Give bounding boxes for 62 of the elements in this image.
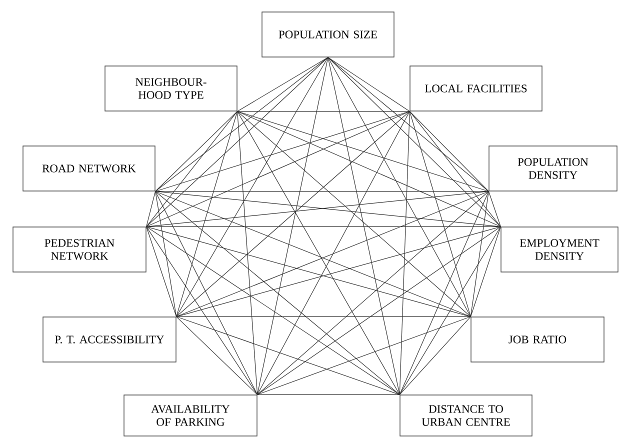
label-box: ROAD NETWORK (22, 146, 156, 192)
connector-line (155, 191, 489, 192)
connector-line (146, 226, 471, 317)
connector-line (146, 226, 501, 227)
connector-line (146, 111, 410, 227)
connector-line (237, 111, 489, 192)
connector-line (409, 111, 501, 227)
connector-line (409, 111, 489, 192)
connector-line (176, 57, 328, 317)
label-box: JOB RATIO (470, 316, 604, 362)
connector-line (470, 191, 489, 317)
connector-line (257, 316, 471, 395)
connector-line (146, 226, 177, 317)
label-box: POPULATION DENSITY (488, 146, 618, 192)
label-box: EMPLOYMENT DENSITY (500, 226, 618, 272)
connector-line (257, 57, 328, 395)
connector-line (155, 191, 400, 395)
connector-line (146, 226, 400, 395)
connector-line (176, 316, 258, 395)
connector-line (146, 111, 238, 227)
connector-line (237, 111, 501, 227)
connector-line (399, 111, 410, 395)
connector-line (399, 191, 489, 395)
connector-line (155, 191, 258, 395)
connector-line (328, 57, 410, 112)
connector-line (237, 111, 400, 395)
connector-line (237, 57, 328, 112)
connector-line (146, 226, 258, 395)
label-box: P. T. ACCESSIBILITY (42, 316, 176, 362)
connector-line (399, 226, 501, 395)
connector-line (146, 191, 156, 227)
connector-line (257, 111, 410, 395)
connector-line (257, 394, 400, 395)
connector-line (176, 226, 501, 317)
label-box: LOCAL FACILITIES (410, 66, 542, 112)
connector-line (488, 191, 501, 227)
connector-line (257, 226, 501, 395)
label-box: DISTANCE TO URBAN CENTRE (400, 394, 532, 436)
connector-line (328, 57, 400, 395)
connector-line (237, 111, 410, 112)
label-box: POPULATION SIZE (262, 12, 394, 58)
connector-line (257, 191, 489, 395)
connector-line (399, 316, 471, 395)
label-box: NEIGHBOUR- HOOD TYPE (104, 66, 238, 112)
connector-line (328, 57, 471, 317)
connector-line (237, 111, 471, 317)
connector-line (470, 226, 501, 317)
connector-line (409, 111, 471, 317)
connector-line (328, 57, 501, 227)
connector-line (176, 316, 400, 395)
connector-line (328, 57, 489, 192)
connector-line (155, 111, 238, 192)
connector-line (155, 57, 328, 192)
label-box: AVAILABILITY OF PARKING (124, 394, 258, 436)
connector-line (155, 191, 177, 317)
connector-line (155, 111, 410, 192)
connector-line (146, 57, 328, 227)
connector-line (176, 316, 471, 317)
connector-line (237, 111, 258, 395)
connector-line (176, 111, 410, 317)
connector-line (176, 111, 238, 317)
label-box: PEDESTRIAN NETWORK (12, 226, 146, 272)
